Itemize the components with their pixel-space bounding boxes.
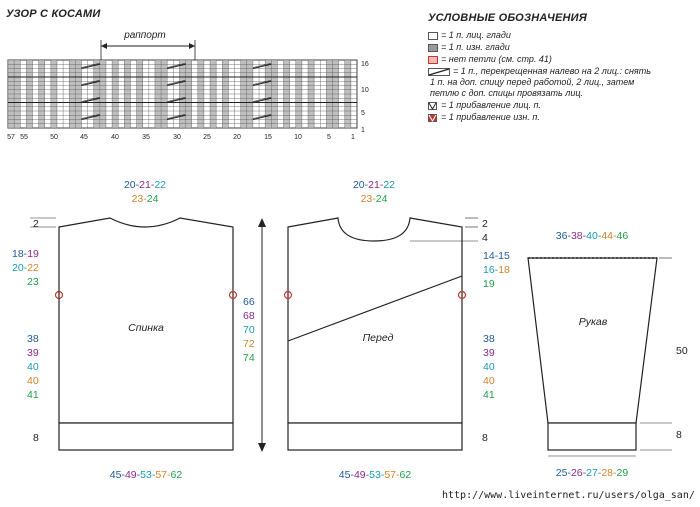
back-neck-width: 20-21-22 — [124, 179, 166, 191]
front-shoulder-drop: 2 — [482, 218, 488, 230]
legend-item: = 1 прибавление лиц. п. — [428, 100, 651, 111]
back-armhole-c: 23 — [27, 276, 39, 288]
front-piece — [283, 217, 478, 451]
front-neck-width: 20-21-22 — [353, 179, 395, 191]
stitch-chart: раппорт 16 10 5 1 57 55 50 45 40 35 30 25 20 15 10 5 1 — [7, 27, 369, 141]
stitch-number: 40 — [111, 134, 119, 141]
stitch-number: 15 — [264, 134, 272, 141]
sleeve-cuff-height: 8 — [676, 429, 682, 441]
back-side-length: 38 — [27, 333, 39, 345]
front-side-length: 40 — [483, 375, 495, 387]
back-piece — [30, 217, 238, 451]
front-armhole-b: 16-18 — [483, 264, 510, 276]
front-side-length: 41 — [483, 389, 495, 401]
legend-item: = 1 прибавление изн. п. — [428, 112, 651, 123]
front-armhole-c: 19 — [483, 278, 495, 290]
back-armhole-a: 18-19 — [12, 248, 39, 260]
legend: УСЛОВНЫЕ ОБОЗНАЧЕНИЯ = 1 п. лиц. глади = … — [428, 12, 651, 124]
back-side-length: 39 — [27, 347, 39, 359]
stitch-number: 55 — [20, 134, 28, 141]
total-length: 70 — [243, 324, 255, 336]
front-side-length: 39 — [483, 347, 495, 359]
stitch-number: 10 — [294, 134, 302, 141]
stitch-number: 20 — [233, 134, 241, 141]
sleeve-label: Рукав — [579, 316, 608, 328]
front-side-length: 38 — [483, 333, 495, 345]
cable-cross-icon — [428, 66, 453, 76]
knit-square-icon — [428, 30, 441, 40]
legend-item: = 1 п. изн. глади — [428, 42, 651, 53]
sleeve-bottom-width: 25-26-27-28-29 — [556, 467, 629, 479]
sleeve-piece — [527, 257, 672, 457]
sleeve-top-width: 36-38-40-44-46 — [556, 230, 629, 242]
total-length: 66 — [243, 296, 255, 308]
total-length: 68 — [243, 310, 255, 322]
back-neck-width-lg: 23-24 — [132, 193, 159, 205]
no-stitch-icon — [428, 54, 441, 64]
legend-text: = нет петли (см. стр. 41) — [441, 54, 552, 64]
back-side-length: 40 — [27, 361, 39, 373]
chart-grid — [7, 59, 358, 129]
front-rib-height: 8 — [482, 432, 488, 444]
front-label: Перед — [363, 332, 394, 344]
back-side-length: 40 — [27, 375, 39, 387]
legend-item: = 1 п. лиц. глади — [428, 30, 651, 41]
front-side-length: 40 — [483, 361, 495, 373]
legend-text: 1 п. на доп. спицу перед работой, 2 лиц.… — [430, 77, 635, 87]
stitch-number: 45 — [80, 134, 88, 141]
chart-title: УЗОР С КОСАМИ — [6, 8, 101, 20]
legend-text: петлю с доп. спицы провязать лиц. — [430, 88, 583, 98]
row-number: 16 — [361, 61, 369, 68]
back-side-length: 41 — [27, 389, 39, 401]
rapport-label: раппорт — [123, 30, 165, 41]
back-rib-height: 8 — [33, 432, 39, 444]
row-number-labels: 16 10 5 1 — [361, 61, 369, 134]
front-neck-depth: 4 — [482, 232, 488, 244]
legend-title: УСЛОВНЫЕ ОБОЗНАЧЕНИЯ — [428, 12, 587, 24]
back-width: 45-49-53-57-62 — [110, 469, 183, 481]
stitch-number: 5 — [327, 134, 331, 141]
back-shoulder-drop: 2 — [33, 218, 39, 230]
legend-text: = 1 п. изн. глади — [441, 42, 510, 52]
front-width: 45-49-53-57-62 — [339, 469, 412, 481]
stitch-number: 57 — [7, 134, 15, 141]
sleeve-length: 50 — [676, 345, 688, 357]
length-arrow — [258, 218, 266, 452]
back-label: Спинка — [128, 322, 164, 334]
purl-square-icon — [428, 42, 441, 52]
total-length: 72 — [243, 338, 255, 350]
stitch-number: 30 — [173, 134, 181, 141]
total-length: 74 — [243, 352, 255, 364]
legend-text: = 1 прибавление изн. п. — [441, 112, 540, 122]
stitch-number: 1 — [351, 134, 355, 141]
row-number: 5 — [361, 110, 365, 117]
legend-item: = 1 п., перекрещенная налево на 2 лиц.: … — [428, 66, 651, 99]
legend-text: = 1 п. лиц. глади — [441, 30, 511, 40]
legend-item: = нет петли (см. стр. 41) — [428, 54, 651, 65]
rapport-bracket: раппорт — [100, 27, 196, 60]
front-armhole-a: 14-15 — [483, 250, 510, 262]
source-url[interactable]: http://www.liveinternet.ru/users/olga_sa… — [442, 490, 695, 501]
back-armhole-b: 20-22 — [12, 262, 39, 274]
legend-text: = 1 п., перекрещенная налево на 2 лиц.: … — [453, 66, 651, 76]
legend-text: = 1 прибавление лиц. п. — [441, 100, 541, 110]
stitch-number: 35 — [142, 134, 150, 141]
increase-purl-icon — [428, 112, 441, 122]
front-neck-width-lg: 23-24 — [361, 193, 388, 205]
row-number: 1 — [361, 127, 365, 134]
stitch-number: 25 — [203, 134, 211, 141]
increase-knit-icon — [428, 100, 441, 110]
stitch-number: 50 — [50, 134, 58, 141]
row-number: 10 — [361, 87, 369, 94]
stitch-number-labels: 57 55 50 45 40 35 30 25 20 15 10 5 1 — [7, 134, 355, 141]
